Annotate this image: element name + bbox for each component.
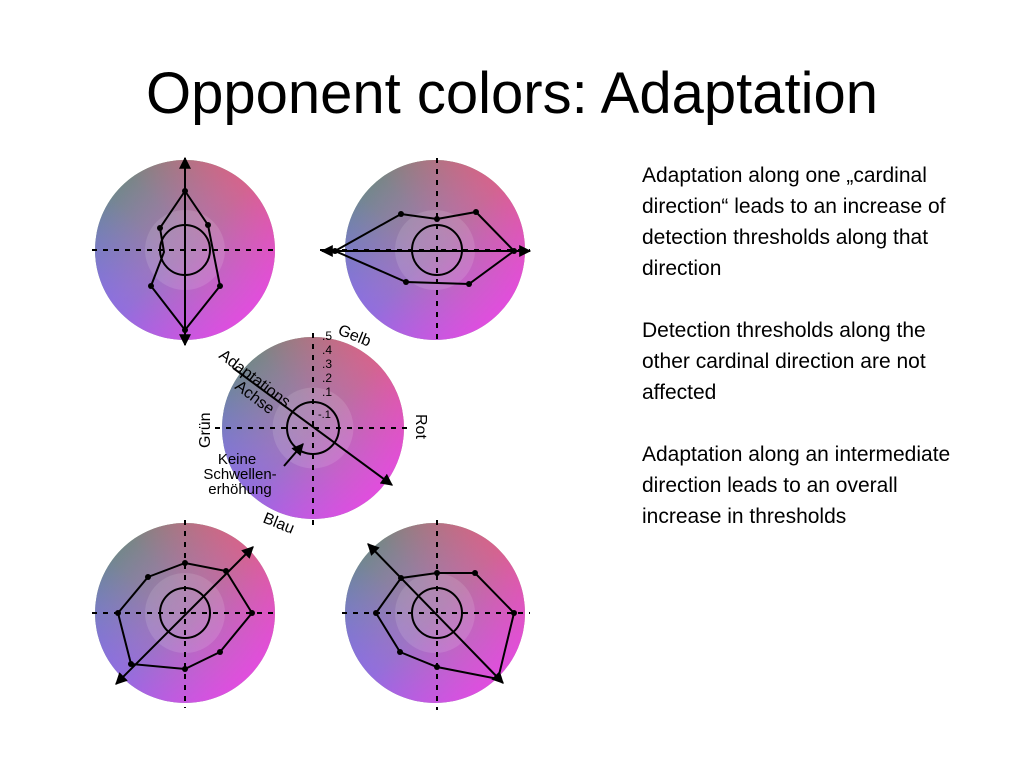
panel-adapt-horizontal	[320, 158, 532, 345]
panel-legend: .5 .4 .3 .2 .1 -.1 Gelb Blau Grün Rot Ad…	[197, 322, 429, 538]
threshold-diagrams-figure: .5 .4 .3 .2 .1 -.1 Gelb Blau Grün Rot Ad…	[92, 156, 532, 710]
tick-label: .4	[322, 343, 332, 357]
panel-adapt-diagonal-1	[92, 520, 278, 708]
axis-label-right: Rot	[412, 414, 429, 439]
bullet-text: Adaptation along an intermediate directi…	[642, 443, 951, 528]
no-threshold-increase-line1: Keine	[218, 451, 256, 468]
no-threshold-increase-line2: Schwellen-	[203, 466, 276, 483]
slide-title: Opponent colors: Adaptation	[146, 61, 878, 126]
tick-label: -.1	[318, 409, 331, 421]
tick-label: .1	[322, 385, 332, 399]
panel-adapt-vertical	[92, 156, 278, 347]
panel-adapt-diagonal-2	[342, 520, 530, 710]
axis-label-left: Grün	[197, 412, 214, 448]
tick-label: .3	[322, 357, 332, 371]
tick-label: .5	[322, 329, 332, 343]
bullet-text: Detection thresholds along the other car…	[642, 319, 926, 404]
bullet-text-block: Adaptation along one „cardinal direction…	[642, 160, 972, 563]
tick-label: .2	[322, 371, 332, 385]
no-threshold-increase-line3: erhöhung	[208, 481, 271, 498]
bullet-text: Adaptation along one „cardinal direction…	[642, 164, 946, 280]
